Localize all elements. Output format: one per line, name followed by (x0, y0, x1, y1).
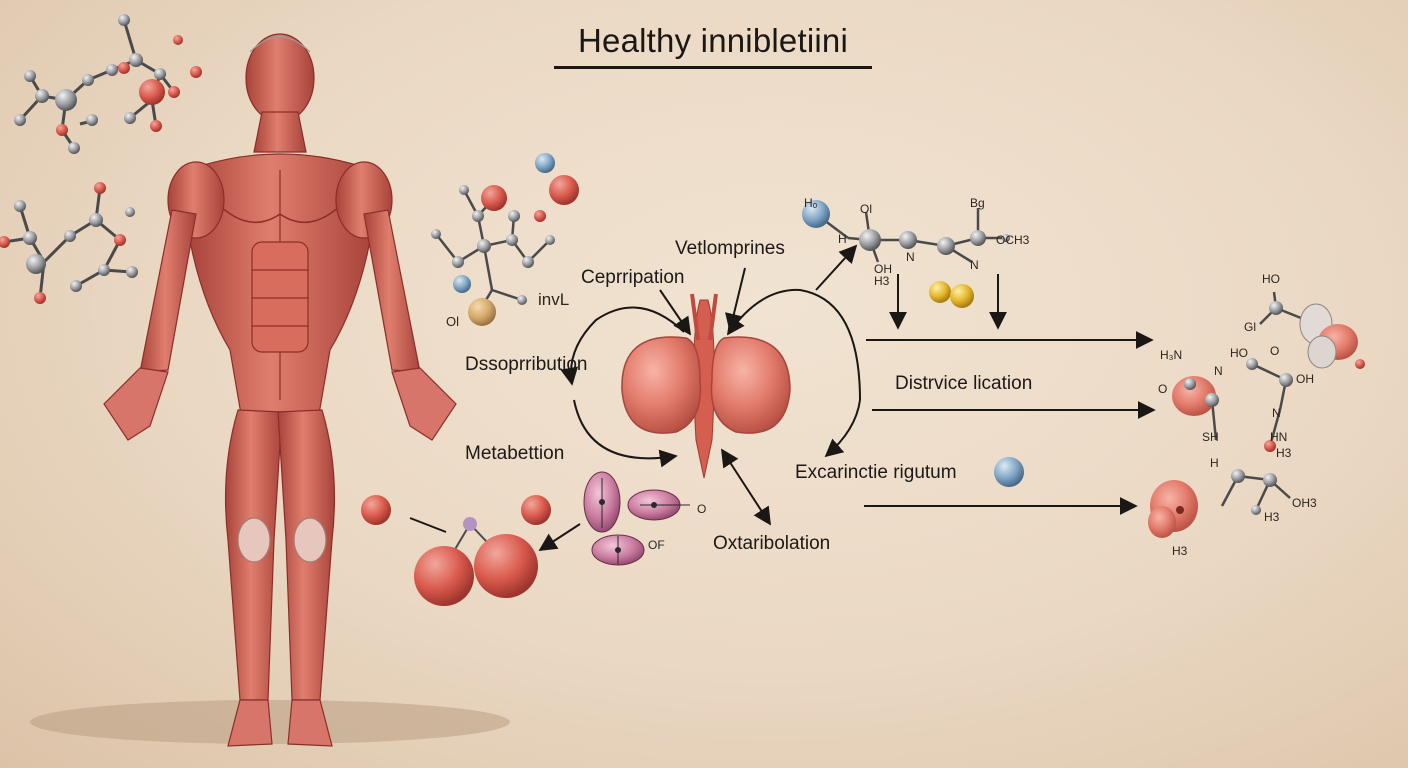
cycle-arrows (409, 244, 1156, 551)
atom-label-ol-top: Ol (860, 202, 872, 216)
diagram-title: Healthy innibletiini (578, 22, 848, 59)
atom-label-h3-right: H3 (1276, 446, 1292, 460)
central-organ (621, 293, 791, 479)
label-dssoprribution: Dssoprribution (465, 354, 588, 375)
human-muscular-figure (103, 33, 457, 747)
label-excarinctie-rigutum: Excarinctie rigutum (795, 462, 957, 483)
atom-label-invl: invL (538, 290, 570, 309)
atom-label-h-o: Hₒ (804, 196, 818, 210)
molecule-bottom-left (361, 495, 551, 606)
atom-label-ol-left: Ol (446, 314, 459, 329)
atom-label-h3-bottom: H3 (1172, 544, 1188, 558)
atom-label-n-b: N (1272, 406, 1281, 420)
atom-label-o-right2: O (1270, 344, 1280, 358)
atom-label-oh-mid: OH (874, 262, 892, 276)
label-oxtaribolation: Oxtaribolation (713, 533, 831, 554)
atom-label-h-n: H₃N (1160, 348, 1183, 362)
atom-label-ho-mid-right: HO (1230, 346, 1248, 360)
atom-label-sh: SH (1202, 430, 1219, 444)
molecule-mid-left-atoms (0, 182, 138, 304)
label-metabettion: Metabettion (465, 443, 565, 464)
label-vetlomprines: Vetlomprines (675, 238, 785, 259)
atom-label-o-small: O (697, 502, 707, 516)
atom-label-of: OF (648, 538, 665, 552)
atom-label-oh-bottom-right: OH3 (1292, 496, 1317, 510)
atom-label-o-right: O (1158, 382, 1168, 396)
atom-label-oh-right: OH (1296, 372, 1314, 386)
atom-label-h3-mid: H3 (874, 274, 890, 288)
atom-label-n-right: N (970, 258, 979, 272)
molecule-top-chain-atoms (802, 200, 1010, 308)
atom-label-h3-right-low: H3 (1264, 510, 1280, 524)
pink-ovals (583, 471, 690, 566)
molecule-right-mid-atoms (1148, 358, 1293, 538)
atom-label-n-a: N (1214, 364, 1223, 378)
atom-label-h-right: H (1210, 456, 1219, 470)
molecule-top-left-atoms (14, 14, 202, 154)
atom-label-gl: Gl (1244, 320, 1256, 334)
atom-label-ho-top-right: HO (1262, 272, 1280, 286)
blue-atom-right (994, 457, 1024, 487)
atom-label-och3: OCH3 (996, 233, 1030, 247)
label-distrvice-lication: Distrvice lication (895, 373, 1033, 394)
molecule-right-top-atoms (1269, 301, 1365, 369)
atom-label-hn: HN (1270, 430, 1288, 444)
atom-label-n-mid: N (906, 250, 915, 264)
molecule-center-upper-atoms (431, 153, 579, 326)
title-underline (554, 66, 872, 69)
label-ceprripation: Ceprripation (581, 267, 685, 288)
atom-label-b-top: Bg (970, 196, 985, 210)
atom-label-h-left: H (838, 232, 847, 246)
